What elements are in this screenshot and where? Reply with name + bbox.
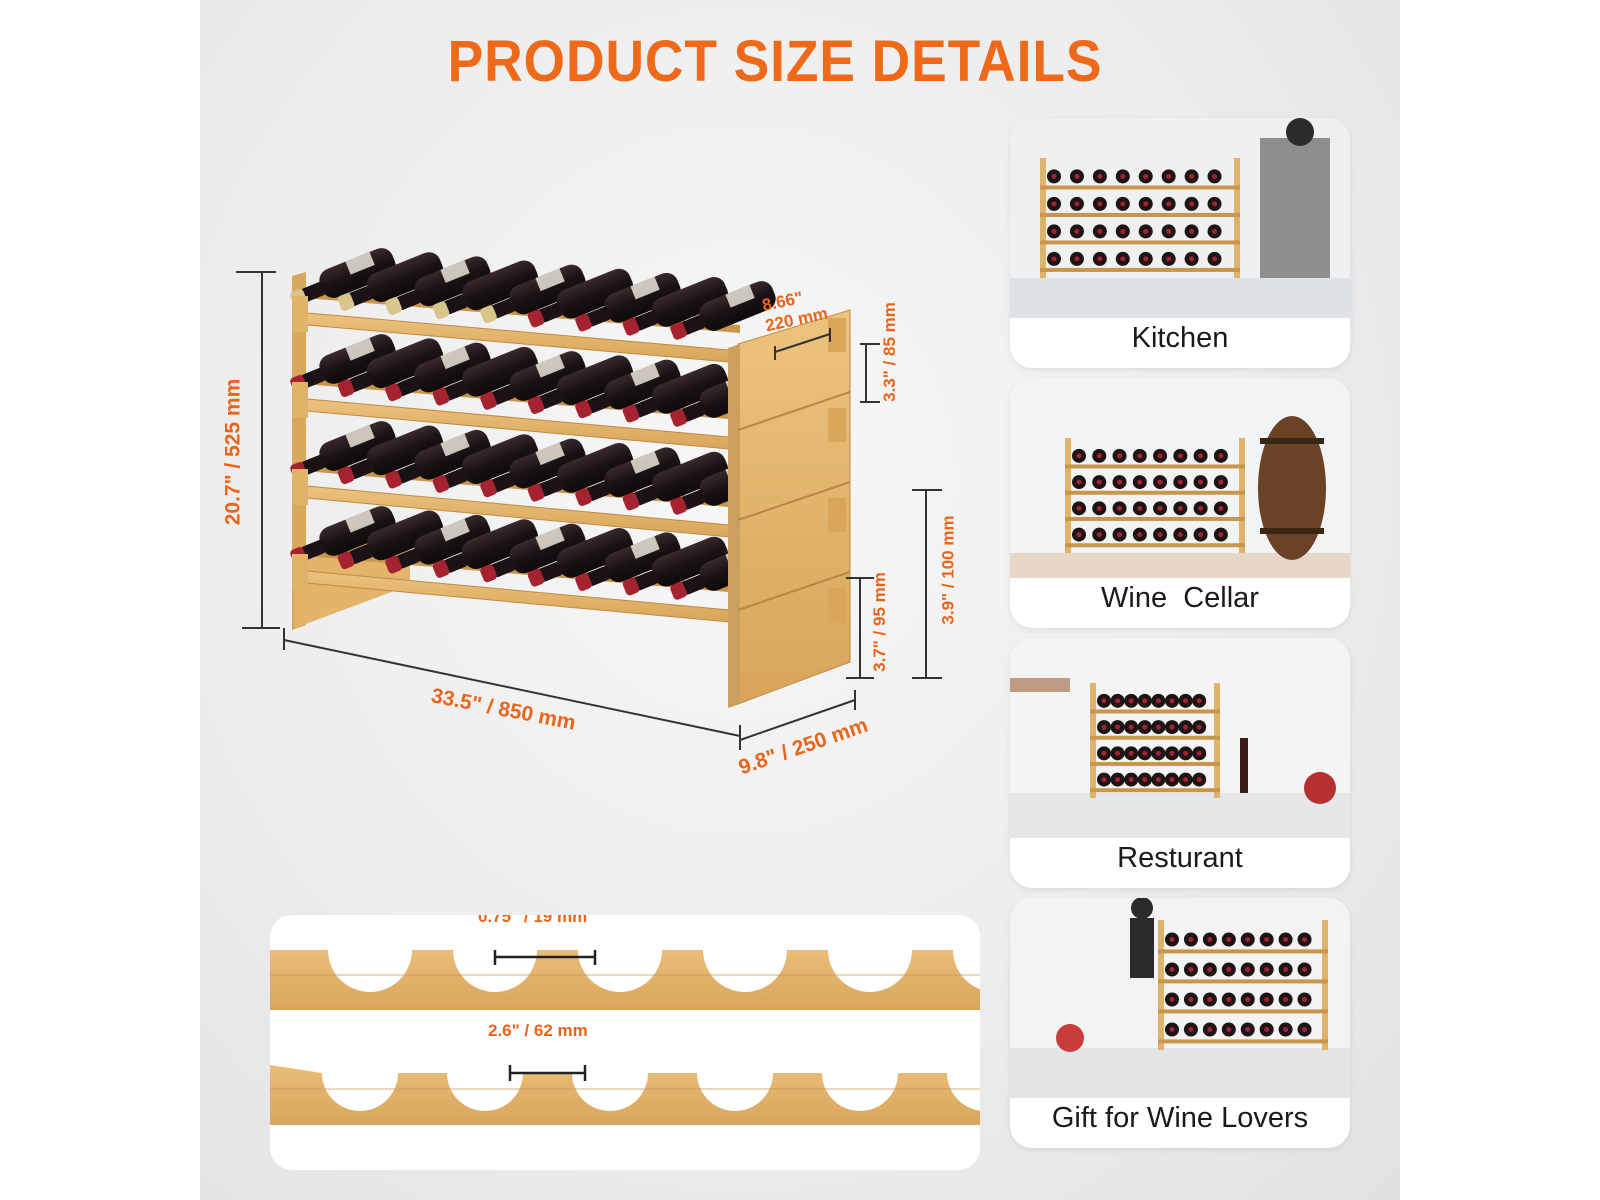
wine-bottle <box>385 514 491 574</box>
scene-card-gift: Gift for Wine Lovers <box>1010 898 1350 1148</box>
wine-cellar-scene-photo <box>1010 378 1350 578</box>
wine-bottle <box>385 342 491 402</box>
wine-bottle <box>337 425 444 485</box>
scene-card-wine-cellar: Wine Cellar <box>1010 378 1350 628</box>
height-dimension-label: 20.7" / 525 mm <box>221 378 245 526</box>
kitchen-scene-photo <box>1010 118 1350 318</box>
wine-bottle <box>385 429 491 489</box>
wine-bottle <box>670 281 776 340</box>
wine-bottle <box>575 532 681 591</box>
wine-bottle <box>337 338 444 397</box>
wine-bottle <box>432 260 539 320</box>
shelf-gap-label: 3.3" / 85 mm <box>879 302 899 402</box>
slat-detail-panel: 0.75" / 19 mm 2.6" / 62 mm <box>270 915 980 1170</box>
scene-card-resturant: Resturant <box>1010 638 1350 888</box>
notched-slats-illustration <box>270 950 980 1125</box>
product-infographic: PRODUCT SIZE DETAILS <box>200 0 1400 1200</box>
wine-bottle <box>622 276 729 336</box>
rack-tier <box>290 248 776 364</box>
kitchen-caption: Kitchen <box>1131 322 1229 354</box>
mini-wine-rack <box>1065 438 1245 553</box>
wine-bottle <box>337 252 444 311</box>
gift-scene-photo <box>1010 898 1350 1098</box>
wine-bottle <box>527 268 634 328</box>
side-height-label: 3.9" / 100 mm <box>938 515 958 625</box>
mini-wine-rack <box>1158 920 1328 1050</box>
wine-bottle <box>527 355 634 414</box>
wine-bottle <box>575 272 681 332</box>
wine-bottle <box>480 351 586 410</box>
wine-bottle <box>622 536 729 596</box>
rack-tier <box>290 421 776 539</box>
wine-bottle <box>385 256 491 315</box>
wine-bottle <box>575 447 681 506</box>
wine-bottle <box>480 523 586 583</box>
resturant-scene-photo <box>1010 638 1350 838</box>
rack-tier <box>290 506 776 624</box>
wine-bottle <box>432 519 539 578</box>
notch-thickness-label: 0.75" / 19 mm <box>478 915 588 926</box>
page-title: PRODUCT SIZE DETAILS <box>447 29 1103 94</box>
wine-bottle <box>337 510 444 570</box>
rack-tier <box>290 334 776 451</box>
wine-bottle <box>432 346 539 406</box>
mini-wine-rack <box>1090 683 1220 798</box>
resturant-caption: Resturant <box>1117 842 1243 874</box>
wine-rack-illustration <box>236 248 942 750</box>
notch-spacing-label: 2.6" / 62 mm <box>488 1021 588 1040</box>
wine-bottle <box>622 451 729 511</box>
wine-bottle <box>527 527 634 587</box>
wine-cellar-caption: Wine Cellar <box>1101 582 1259 614</box>
wine-bottle <box>575 359 681 419</box>
scene-card-kitchen: Kitchen <box>1010 118 1350 368</box>
wine-bottle <box>527 442 634 502</box>
wine-bottle <box>622 363 729 423</box>
wine-bottle <box>480 438 586 498</box>
gift-caption: Gift for Wine Lovers <box>1051 1102 1309 1134</box>
wine-bottle <box>480 264 586 324</box>
wine-bottle <box>432 434 539 493</box>
bottom-gap-label: 3.7" / 95 mm <box>869 572 889 672</box>
mini-wine-rack <box>1040 158 1240 278</box>
